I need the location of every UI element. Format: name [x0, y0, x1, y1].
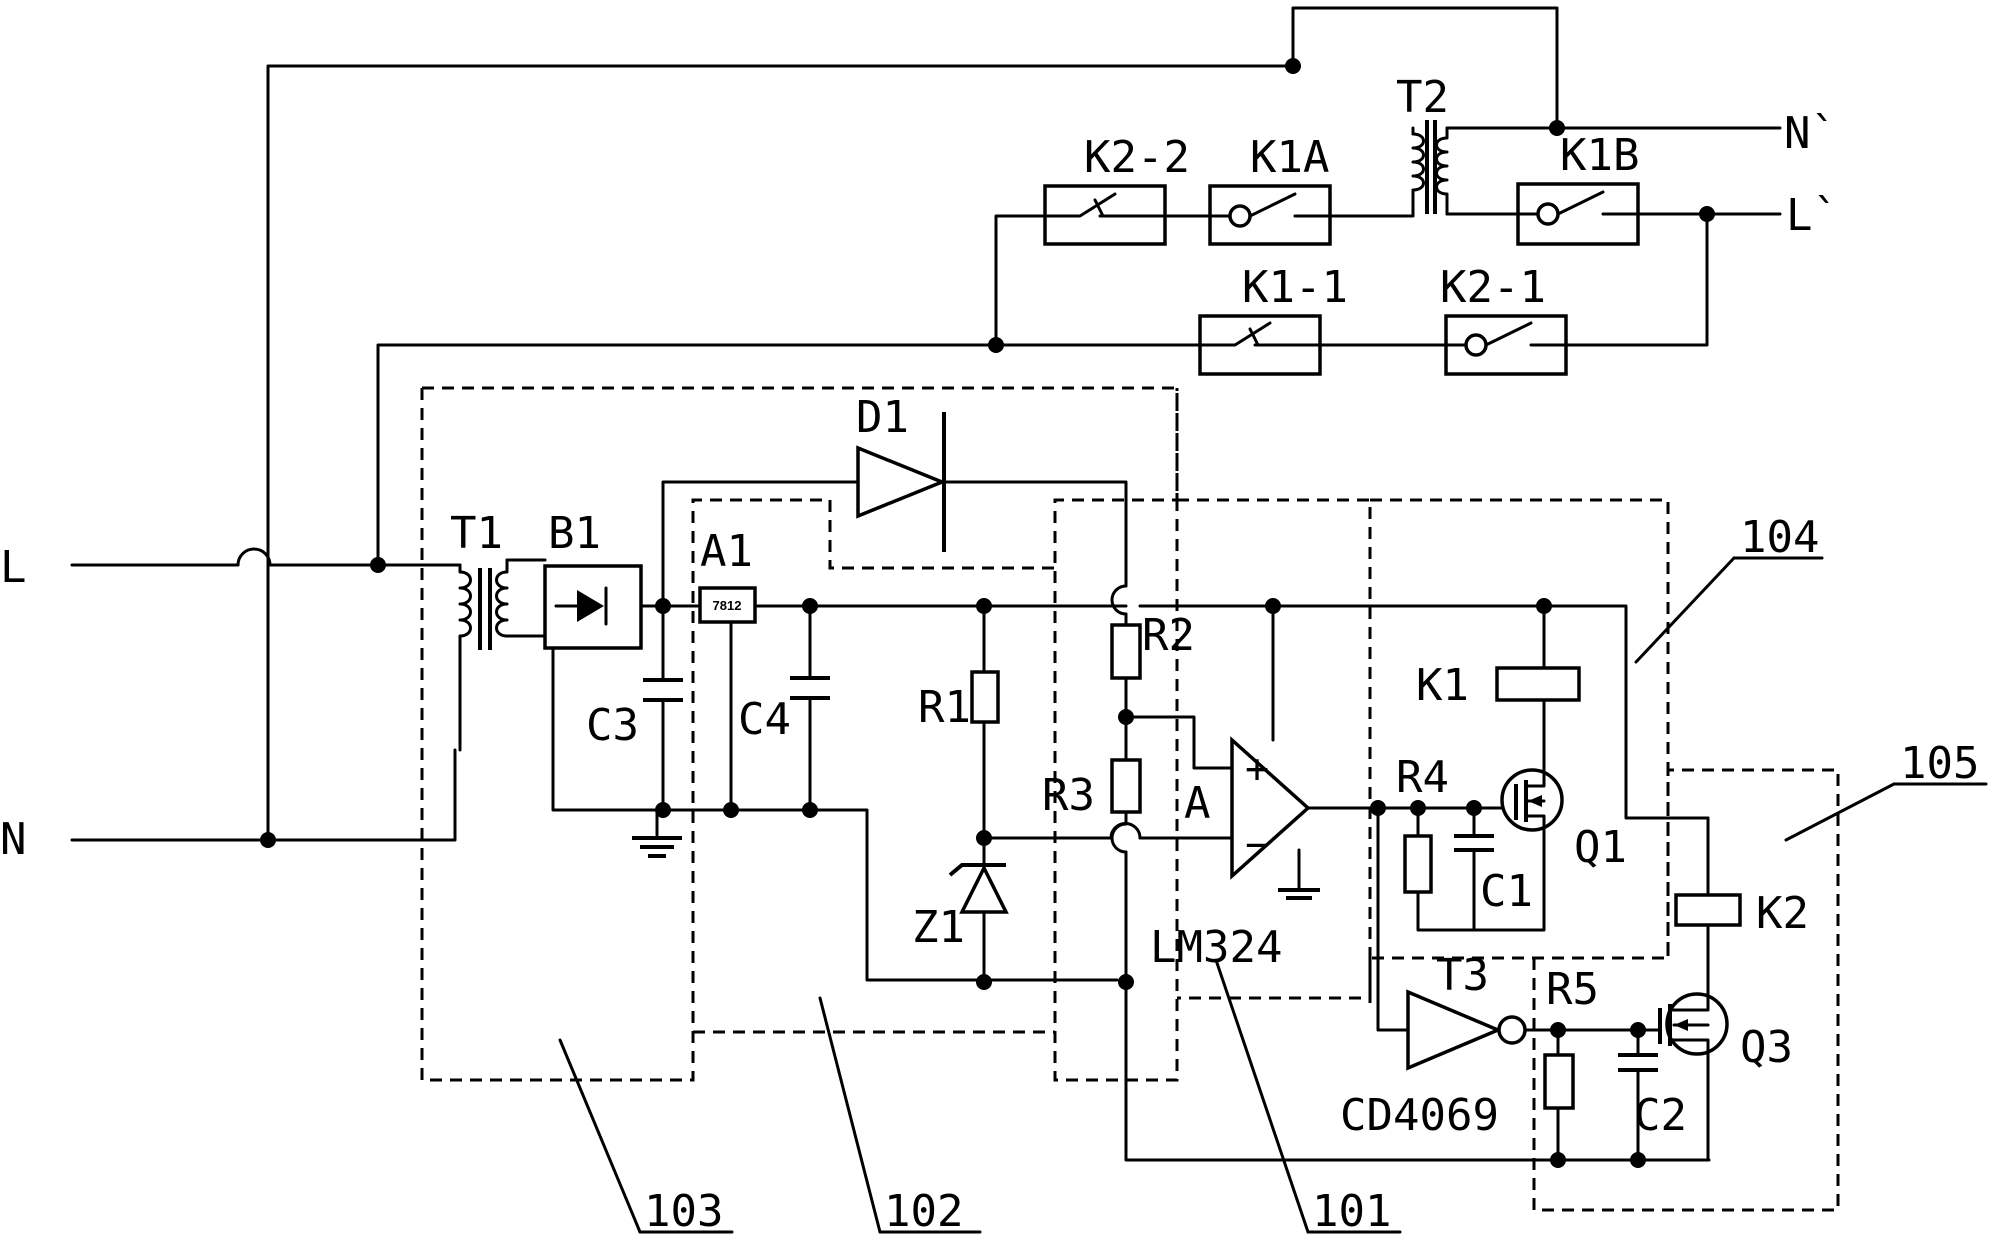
capacitor-c2 — [1618, 1053, 1658, 1072]
block-101 — [1177, 498, 1372, 1000]
relay-coil-k1 — [1495, 666, 1581, 702]
block-104 — [1370, 498, 1670, 960]
c4-label: C4 — [738, 694, 791, 745]
r1-label: R1 — [918, 682, 971, 733]
block-104-label: 104 — [1740, 512, 1819, 563]
t2-label: T2 — [1396, 72, 1449, 123]
labels: L N N` L` T1 B1 A1 C3 C4 D1 R1 Z1 R2 R3 … — [0, 72, 1979, 1237]
k2-1-label: K2-1 — [1440, 262, 1546, 313]
opamp-minus: − — [1245, 822, 1269, 868]
block-105-label: 105 — [1900, 738, 1979, 789]
k2-label: K2 — [1756, 888, 1809, 939]
wires — [70, 6, 1782, 1162]
block-103 — [420, 388, 1055, 1082]
transformer-t1 — [458, 558, 509, 752]
opamp-plus: + — [1245, 746, 1269, 792]
resistor-r5 — [1543, 1053, 1575, 1110]
contact-k1-1 — [1198, 314, 1322, 376]
ground-symbol-opamp — [1278, 888, 1320, 900]
r3-label: R3 — [1042, 770, 1095, 821]
junction-dots — [260, 58, 1715, 1168]
mosfet-q3 — [1646, 992, 1729, 1057]
k1a-label: K1A — [1250, 132, 1329, 183]
diode-d1 — [856, 412, 947, 552]
cd4069-label: CD4069 — [1340, 1090, 1499, 1141]
regulator-a1: 7812 — [698, 586, 757, 624]
q3-label: Q3 — [1740, 1022, 1793, 1073]
block-outlines — [420, 386, 1840, 1212]
r5-label: R5 — [1546, 964, 1599, 1015]
node-a-label: A — [1184, 778, 1211, 829]
terminal-l-label: L — [0, 542, 27, 593]
block-101-label: 101 — [1312, 1186, 1391, 1237]
t1-label: T1 — [450, 508, 503, 559]
bridge-rectifier-b1 — [543, 564, 643, 650]
capacitor-c1 — [1454, 834, 1494, 852]
k2-2-label: K2-2 — [1084, 132, 1190, 183]
contact-k2-2 — [1043, 184, 1167, 246]
c2-label: C2 — [1634, 1090, 1687, 1141]
q1-label: Q1 — [1574, 822, 1627, 873]
opamp-lm324: + − — [1230, 736, 1311, 880]
capacitor-c4 — [790, 676, 830, 700]
block-103-upper — [422, 386, 1179, 1082]
k1-label: K1 — [1416, 660, 1469, 711]
resistor-r1 — [970, 670, 1000, 724]
block-103-label: 103 — [644, 1186, 723, 1237]
k1b-label: K1B — [1560, 130, 1639, 181]
mosfet-q1 — [1500, 768, 1564, 834]
r2-label: R2 — [1142, 610, 1195, 661]
leader-lines — [558, 556, 1988, 1234]
b1-label: B1 — [548, 508, 601, 559]
t3-label: T3 — [1436, 950, 1489, 1001]
regulator-part-label: 7812 — [713, 598, 742, 613]
resistor-r4 — [1403, 834, 1433, 894]
terminal-n-label: N — [0, 814, 27, 865]
k1-1-label: K1-1 — [1242, 262, 1348, 313]
relay-coil-k2 — [1674, 893, 1742, 927]
d1-label: D1 — [856, 392, 909, 443]
contact-k1b — [1516, 182, 1640, 246]
transformer-t2 — [1411, 120, 1449, 216]
inverter-t3 — [1406, 989, 1527, 1071]
z1-label: Z1 — [912, 902, 965, 953]
a1-label: A1 — [700, 526, 753, 577]
c1-label: C1 — [1480, 866, 1533, 917]
capacitor-c3 — [643, 678, 683, 702]
terminal-n-out-label: N` — [1784, 108, 1837, 159]
contact-k2-1 — [1444, 314, 1568, 376]
resistor-r2 — [1110, 623, 1142, 680]
r4-label: R4 — [1396, 752, 1449, 803]
block-102-label: 102 — [884, 1186, 963, 1237]
zener-diode-z1 — [948, 863, 1009, 914]
terminal-l-out-label: L` — [1786, 190, 1839, 241]
resistor-r3 — [1110, 758, 1142, 814]
lm324-label: LM324 — [1150, 922, 1282, 973]
contact-k1a — [1208, 184, 1332, 246]
block-105 — [1532, 768, 1840, 1212]
c3-label: C3 — [586, 700, 639, 751]
ground-symbol-left — [632, 836, 682, 858]
